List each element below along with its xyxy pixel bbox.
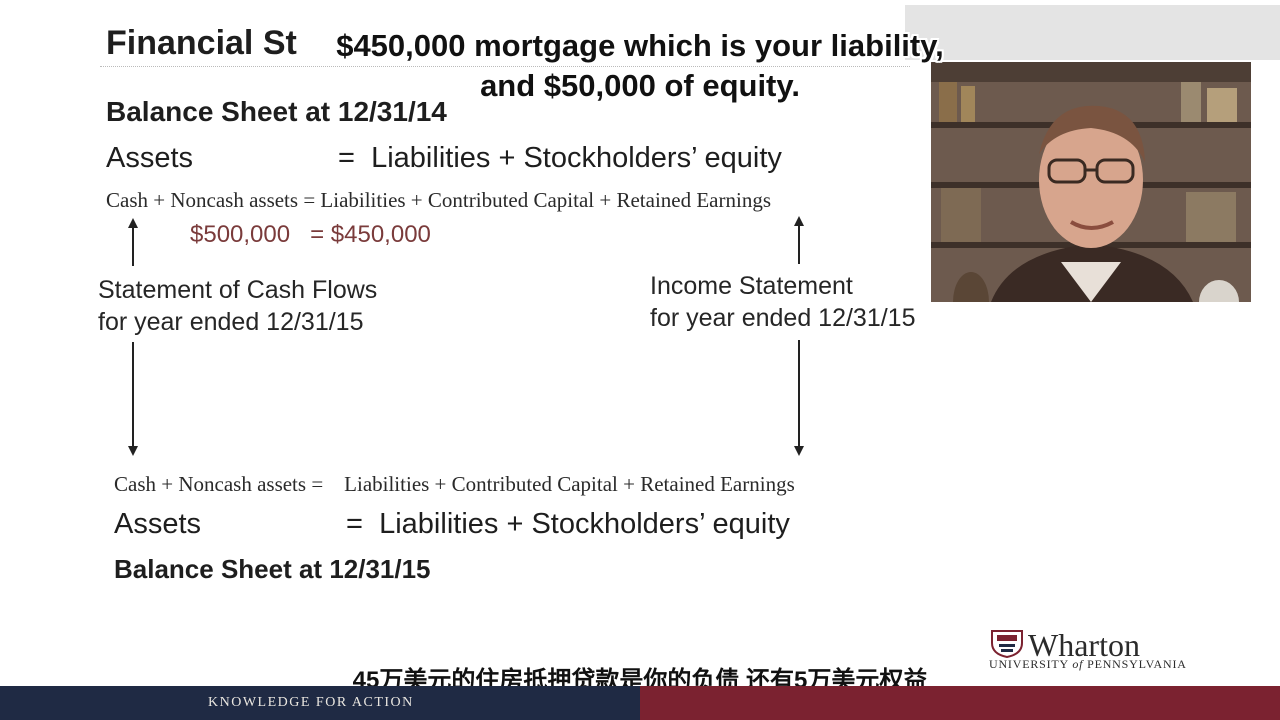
wharton-logo-text: Wharton [1028,627,1140,663]
cash-flows-label-line1: Statement of Cash Flows [98,276,378,304]
accounting-equation-top: Assets = Liabilities + Stockholders’ equ… [106,142,782,174]
footer-bar-red [640,686,1280,720]
balance-values: $500,000 = $450,000 [190,221,431,248]
english-subtitle-line2: and $50,000 of equity. [480,68,800,103]
cash-flows-label: Statement of Cash Flows for year ended 1… [98,274,377,338]
english-subtitle-line1: $450,000 mortgage which is your liabilit… [336,28,944,63]
presenter-video-image [931,62,1251,302]
university-text: UNIVERSITY of PENNSYLVANIA [989,657,1187,672]
video-header-panel [905,5,1280,60]
equation-detail-bottom: Cash + Noncash assets = Liabilities + Co… [114,472,795,496]
accounting-equation-bottom: Assets = Liabilities + Stockholders’ equ… [114,508,790,540]
footer-bar-navy [0,686,640,720]
university-prefix: UNIVERSITY [989,657,1073,671]
arrow-up-cash [128,218,138,266]
arrow-up-retained [794,216,804,264]
university-of: of [1072,657,1084,671]
shield-crest-icon [991,630,1023,658]
footer-tagline: KNOWLEDGE FOR ACTION [208,695,414,710]
income-label-line1: Income Statement [650,272,853,300]
balance-sheet-heading-top: Balance Sheet at 12/31/14 [106,96,447,127]
income-label-line2: for year ended 12/31/15 [650,304,916,332]
balance-sheet-heading-bottom: Balance Sheet at 12/31/15 [114,554,431,584]
slide-title: Financial St [106,24,297,62]
title-divider [100,66,910,67]
arrow-down-cash [128,342,138,456]
presenter-video-feed [931,62,1251,302]
university-suffix: PENNSYLVANIA [1083,657,1187,671]
cash-flows-label-line2: for year ended 12/31/15 [98,308,364,336]
income-statement-label: Income Statement for year ended 12/31/15 [650,270,915,334]
arrow-down-retained [794,340,804,456]
equation-detail-top: Cash + Noncash assets = Liabilities + Co… [106,188,772,212]
